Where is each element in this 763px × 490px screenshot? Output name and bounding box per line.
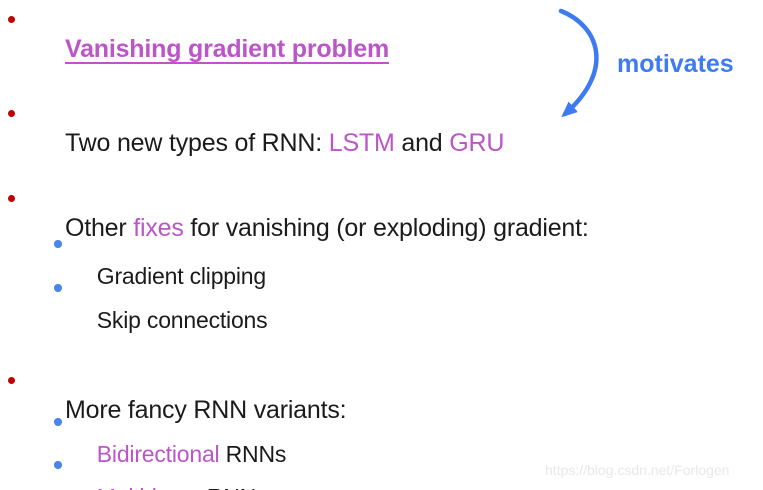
- lstm-keyword: LSTM: [328, 129, 395, 157]
- multi-layer-keyword: Multi-layer: [97, 484, 201, 490]
- motivates-arrow-icon: [558, 8, 599, 118]
- text-segment: for vanishing (or exploding) gradient:: [183, 214, 589, 242]
- bullet-more-fancy-variants: More fancy RNN variants:: [0, 362, 347, 424]
- red-bullet-icon: [8, 195, 15, 202]
- text-segment: More fancy RNN variants:: [64, 396, 347, 424]
- bidirectional-keyword: Bidirectional: [96, 441, 220, 467]
- red-bullet-icon: [8, 110, 15, 117]
- motivates-label: motivates: [617, 50, 734, 78]
- text-segment: Two new types of RNN:: [64, 129, 329, 157]
- fixes-keyword: fixes: [133, 214, 184, 242]
- text-segment: Gradient clipping: [96, 263, 266, 289]
- subbullet-skip-connections: Skip connections: [0, 272, 268, 333]
- subbullet-bidirectional: Bidirectional RNNs: [0, 406, 286, 467]
- text-segment: Other: [64, 214, 134, 242]
- text-segment: and: [394, 129, 450, 157]
- red-bullet-icon: [8, 377, 15, 384]
- csdn-watermark: https://blog.csdn.net/Forlogen: [545, 462, 730, 478]
- blue-bullet-icon: [54, 461, 62, 469]
- bullet-vanishing-gradient: Vanishing gradient problem: [0, 1, 389, 63]
- blue-bullet-icon: [54, 418, 62, 426]
- blue-bullet-icon: [54, 240, 62, 248]
- gru-keyword: GRU: [449, 129, 505, 157]
- red-bullet-icon: [8, 16, 15, 23]
- subbullet-multi-layer: Multi-layer RNNs: [0, 449, 268, 490]
- text-segment: Skip connections: [96, 307, 268, 333]
- vanishing-gradient-title: Vanishing gradient problem: [64, 35, 389, 63]
- text-segment: RNNs: [201, 484, 268, 490]
- bullet-other-fixes: Other fixes for vanishing (or exploding)…: [0, 180, 589, 242]
- blue-bullet-icon: [54, 284, 62, 292]
- bullet-two-new-types: Two new types of RNN: LSTM and GRU: [0, 95, 504, 157]
- subbullet-gradient-clipping: Gradient clipping: [0, 228, 266, 289]
- text-segment: RNNs: [219, 441, 287, 467]
